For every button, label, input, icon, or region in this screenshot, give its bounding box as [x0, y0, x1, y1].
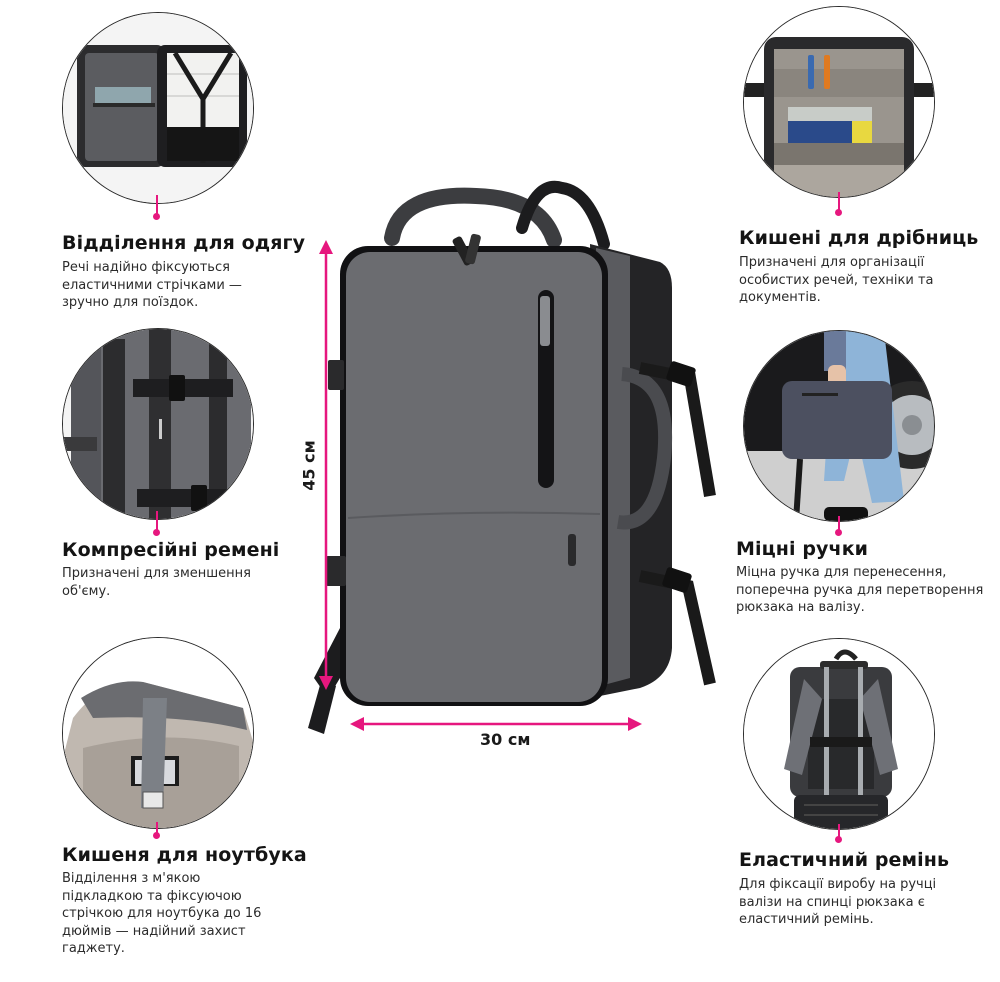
elastic-strap-description: Для фіксації виробу на ручці валізи на с… [739, 877, 937, 927]
small-pockets-connector [838, 192, 840, 210]
small-pockets-dot [835, 209, 842, 216]
width-dimension-arrow [350, 717, 642, 731]
compression-straps-title: Компресійні ремені [62, 539, 280, 561]
clothing-compartment-dot [153, 213, 160, 220]
width-dimension-label: 30 см [480, 730, 531, 749]
clothing-compartment-image [62, 12, 254, 204]
compression-straps-dot [153, 529, 160, 536]
elastic-strap-connector [838, 824, 840, 838]
compression-straps-connector [156, 511, 158, 531]
elastic-strap-dot [835, 836, 842, 843]
organizer-pockets-icon [744, 7, 934, 197]
laptop-pocket-connector [156, 822, 158, 834]
clothing-compartment-connector [156, 195, 158, 215]
open-clothing-compartment-icon [63, 13, 253, 203]
strong-handles-description: Міцна ручка для перенесення, поперечна р… [736, 565, 984, 615]
height-dimension-label: 45 см [299, 440, 319, 491]
strong-handles-image [743, 330, 935, 522]
height-dimension-arrow [319, 240, 333, 690]
strong-handles-title: Міцні ручки [736, 538, 869, 560]
compression-straps-description: Призначені для зменшення об'єму. [62, 566, 251, 599]
luggage-pass-through-icon [744, 639, 934, 829]
compression-straps-image [62, 328, 254, 520]
laptop-sleeve-icon [63, 638, 253, 828]
strong-handles-connector [838, 516, 840, 530]
laptop-pocket-title: Кишеня для ноутбука [62, 844, 307, 866]
backpack-icon [308, 180, 716, 734]
carried-by-handle-icon [744, 331, 934, 521]
laptop-pocket-image [62, 637, 254, 829]
small-pockets-description: Призначені для організації особистих реч… [739, 255, 934, 305]
laptop-pocket-dot [153, 832, 160, 839]
strong-handles-dot [835, 529, 842, 536]
elastic-strap-image [743, 638, 935, 830]
main-backpack-image [300, 178, 730, 738]
small-pockets-title: Кишені для дрібниць [739, 227, 979, 249]
clothing-compartment-description: Речі надійно фіксуються еластичними стрі… [62, 260, 242, 310]
elastic-strap-title: Еластичний ремінь [739, 849, 950, 871]
laptop-pocket-description: Відділення з м'якою підкладкою та фіксую… [62, 871, 262, 956]
compression-straps-icon [63, 329, 253, 519]
small-pockets-image [743, 6, 935, 198]
clothing-compartment-title: Відділення для одягу [62, 232, 306, 254]
